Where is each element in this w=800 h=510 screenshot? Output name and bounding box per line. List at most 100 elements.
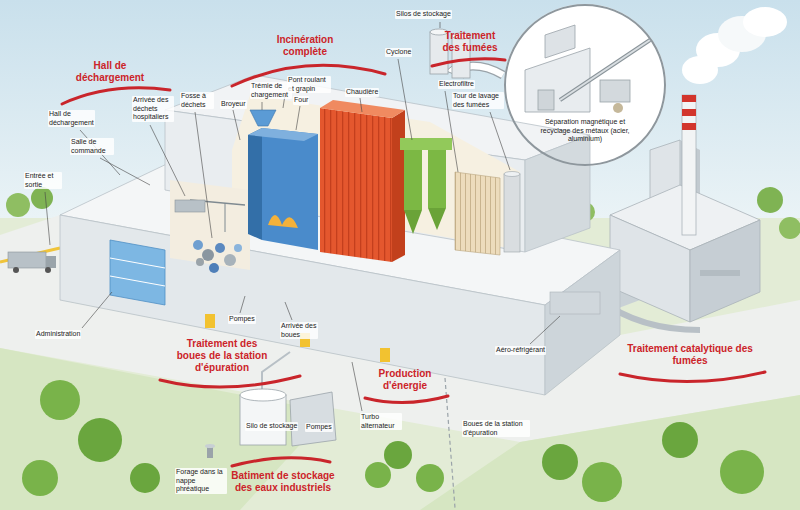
background-part [420, 395, 800, 510]
leader-lines-part [530, 316, 560, 344]
part-label: Entrée et sortie [24, 172, 62, 189]
smoke [682, 7, 787, 84]
cyclones-part [428, 208, 446, 230]
leader-lines-part [240, 296, 245, 313]
section-title: Batiment de stockage des eaux industriel… [223, 470, 343, 494]
leader-lines-part [360, 98, 362, 112]
furnace [248, 110, 318, 250]
electrofilter-and-scrubber-part [504, 174, 520, 252]
cyclones-part [400, 138, 452, 150]
trees-part [22, 460, 58, 496]
doors-part [380, 348, 390, 362]
water-storage-building-part [205, 444, 215, 448]
catalytic-unit-part [700, 270, 740, 276]
boiler-part [392, 110, 405, 262]
part-label: Hall de déchargement [48, 110, 95, 127]
catalytic-unit-part [682, 95, 696, 102]
leader-lines-part [233, 110, 240, 140]
part-label: Chaudière [345, 88, 379, 97]
section-title: Incinération complète [260, 34, 350, 58]
administration-block [110, 240, 165, 305]
part-label: Pompes [228, 315, 256, 324]
main-building-part [545, 250, 620, 395]
part-label: Tour de lavage des fumées [452, 92, 504, 109]
furnace-part [248, 128, 262, 240]
horizon-trees-part [757, 187, 783, 213]
part-label: Administration [35, 330, 81, 339]
part-label: Turbo alternateur [360, 413, 402, 430]
horizon-trees-part [31, 187, 53, 209]
part-label: Salle de commande [70, 138, 114, 155]
horizon-trees-part [779, 217, 800, 239]
waste-bunker-part [209, 263, 219, 273]
trees-part [416, 464, 444, 492]
section-arcs [62, 59, 765, 466]
part-label: Forage dans la nappe phréatique [175, 468, 227, 494]
leader-lines-part [150, 125, 185, 196]
section-arcs-part [432, 59, 505, 66]
section-arcs-part [365, 396, 448, 403]
trees-part [130, 463, 160, 493]
waste-bunker-part [202, 249, 214, 261]
administration-block-part [110, 258, 165, 268]
leader-lines-part [285, 302, 292, 320]
section-title: Hall de déchargement [65, 60, 155, 84]
part-label: Arrivée des boues [280, 322, 318, 339]
doors-part [205, 314, 215, 328]
trees-part [40, 380, 80, 420]
catalytic-unit-part [682, 123, 696, 130]
boiler [320, 100, 405, 262]
leader-lines-part [490, 112, 510, 170]
trees [22, 380, 764, 502]
part-label: Arrivée des déchets hospitaliers [132, 96, 174, 122]
furnace-part [268, 215, 298, 228]
trees-part [662, 422, 698, 458]
leader-lines-part [440, 22, 441, 28]
inset-bubble-part [525, 48, 590, 112]
administration-block-part [110, 240, 165, 305]
inset-bubble-part [613, 103, 623, 113]
part-label: Broyeur [220, 100, 247, 109]
trucks [8, 200, 205, 273]
section-arcs-part [620, 372, 765, 382]
waste-bunker-part [225, 203, 226, 232]
furnace-part [248, 128, 318, 141]
trees-part [720, 450, 764, 494]
cyclones-part [428, 150, 446, 208]
smoke-part [743, 7, 787, 37]
leader-lines-part [352, 362, 362, 411]
part-label: Pont roulant et grapin [287, 76, 331, 93]
catalytic-unit-part [682, 95, 696, 235]
horizon-trees-part [6, 193, 30, 217]
water-storage-building [205, 389, 336, 458]
catalytic-unit-part [682, 109, 696, 116]
part-label: Fosse à déchets [180, 92, 214, 109]
part-label: Trémie de chargement [250, 82, 292, 99]
waste-bunker-part [193, 240, 203, 250]
electrofilter-and-scrubber [455, 172, 520, 256]
leader-lines-part [45, 192, 50, 245]
catalytic-unit-part [610, 215, 690, 322]
leader-lines-part [100, 158, 150, 185]
trees-part [582, 462, 622, 502]
leader-lines-part [195, 112, 212, 238]
waste-bunker-part [224, 254, 236, 266]
electrofilter-and-scrubber-part [455, 172, 500, 255]
leader-lines-part [82, 292, 112, 328]
part-label: Silo de stockage [245, 422, 298, 431]
leader-lines-part [262, 102, 263, 110]
part-label: Electrofiltre [438, 80, 475, 89]
water-storage-building-part [240, 395, 286, 445]
part-label: Pompes [305, 423, 333, 432]
trucks-part [8, 252, 46, 268]
inset-bubble: Séparation magnétique et recyclage des m… [504, 4, 666, 166]
leader-lines [45, 22, 560, 411]
trees-part [384, 441, 412, 469]
main-building-part [525, 135, 590, 252]
water-storage-building-part [290, 392, 336, 446]
section-arcs-part [160, 376, 300, 387]
waste-bunker-part [196, 258, 204, 266]
